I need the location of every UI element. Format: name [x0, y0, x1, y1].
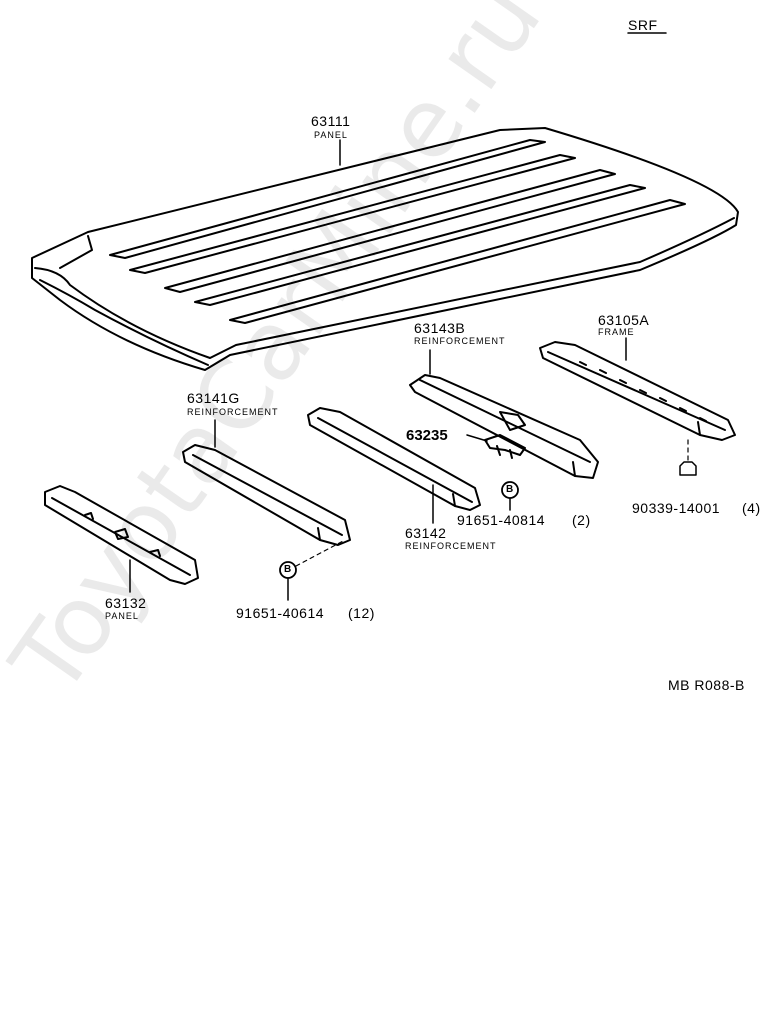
fastener-number-91651-40614: 91651-40614 — [236, 605, 325, 621]
part-name-63111: PANEL — [314, 130, 348, 140]
reinforcement-63141g-drawing — [182, 444, 351, 546]
part-number-63143b: 63143B — [414, 320, 466, 336]
part-number-63235: 63235 — [406, 427, 448, 444]
fastener-marker-b-1: B — [506, 484, 514, 495]
reinforcement-63143b-drawing — [409, 374, 599, 479]
frame-63105a-drawing — [539, 341, 736, 441]
fastener-qty-91651-40814: (2) — [572, 512, 591, 528]
part-number-63132: 63132 — [105, 595, 147, 611]
roof-panel-drawing — [31, 127, 739, 371]
part-number-63105a: 63105A — [598, 312, 650, 328]
fastener-number-90339-14001: 90339-14001 — [632, 500, 721, 516]
fastener-qty-90339-14001: (4) — [742, 500, 761, 516]
part-number-63141g: 63141G — [187, 390, 240, 406]
fastener-number-91651-40814: 91651-40814 — [457, 512, 546, 528]
bracket-63235-drawing — [484, 434, 526, 459]
part-number-63111: 63111 — [311, 113, 351, 129]
fastener-marker-b-2: B — [284, 564, 292, 575]
part-name-63141g: REINFORCEMENT — [187, 407, 279, 417]
part-name-63143b: REINFORCEMENT — [414, 336, 506, 346]
part-name-63132: PANEL — [105, 611, 139, 621]
part-name-63105a: FRAME — [598, 327, 635, 337]
part-name-63142: REINFORCEMENT — [405, 541, 497, 551]
part-number-63142: 63142 — [405, 525, 447, 541]
fastener-qty-91651-40614: (12) — [348, 605, 375, 621]
header-code: SRF — [628, 17, 658, 33]
diagram-reference: MB R088-B — [668, 677, 745, 693]
panel-63132-drawing — [44, 485, 199, 585]
reinforcement-63142-drawing — [307, 407, 481, 511]
